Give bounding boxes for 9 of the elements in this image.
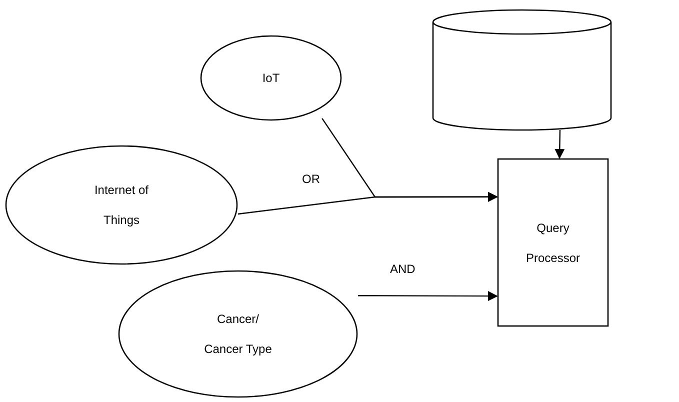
node-label: Cancer/ Cancer Type (203, 311, 273, 358)
arrow (554, 130, 565, 159)
node-label: Internet of Things (93, 182, 150, 229)
edge-label: AND (388, 262, 418, 276)
arrow (238, 192, 498, 215)
node-label: Query Processor (525, 220, 581, 266)
edge-label: OR (300, 172, 322, 186)
arrow (358, 291, 498, 302)
node-label: IoT (262, 70, 280, 87)
